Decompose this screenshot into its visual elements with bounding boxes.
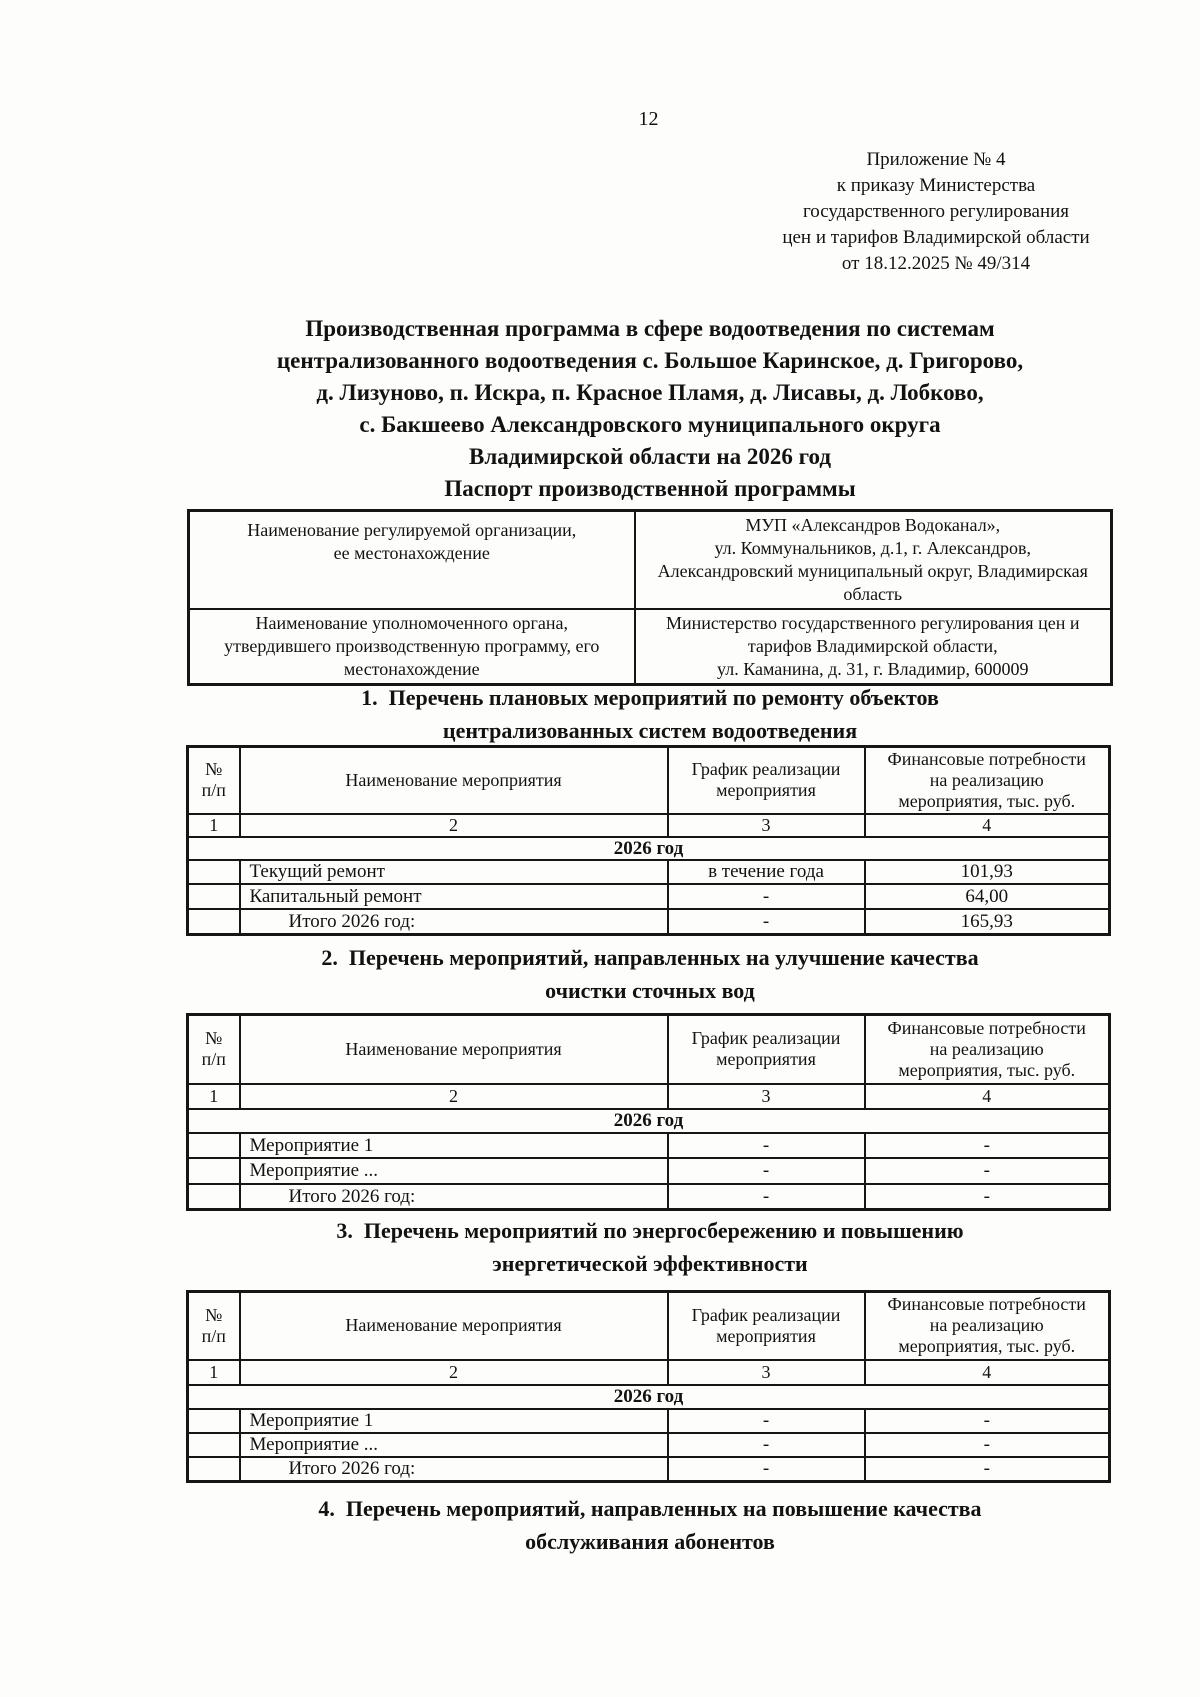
number-row-cell: 1 — [186, 1082, 241, 1110]
table-row: Мероприятие ... - - — [186, 1431, 1111, 1458]
table-total-row: Итого 2026 год: - - — [186, 1182, 1111, 1211]
header-cell-name: Наименование мероприятия — [238, 1013, 669, 1085]
number-row-cell: 2 — [238, 1082, 669, 1110]
header-cell-name: Наименование мероприятия — [238, 745, 669, 815]
finance-cell: - — [863, 1182, 1111, 1211]
finance-cell: - — [863, 1431, 1111, 1458]
number-row-cell: 2 — [238, 812, 669, 838]
table-row: Мероприятие 1 - - — [186, 1407, 1111, 1434]
table-header-row: № п/п Наименование мероприятия График ре… — [186, 1290, 1111, 1361]
number-row-cell: 1 — [186, 1358, 241, 1386]
column-number-row: 1 2 3 4 — [186, 1082, 1111, 1110]
row-number-cell — [186, 1156, 241, 1185]
passport-row: Наименование уполномоченного органа, утв… — [187, 608, 1113, 686]
number-row-cell: 4 — [863, 1082, 1111, 1110]
row-number-cell — [186, 858, 241, 885]
finance-cell: - — [863, 1131, 1111, 1159]
schedule-cell: - — [666, 1131, 866, 1159]
measure-name-cell: Капитальный ремонт — [238, 882, 669, 910]
section-2-table: № п/п Наименование мероприятия График ре… — [186, 1013, 1111, 1211]
passport-label-cell: Наименование регулируемой организации, е… — [187, 509, 636, 610]
table-row: Мероприятие 1 - - — [186, 1131, 1111, 1159]
number-row-cell: 3 — [666, 1082, 866, 1110]
section-4-heading: 4. Перечень мероприятий, направленных на… — [318, 1496, 982, 1554]
section-1-table: № п/п Наименование мероприятия График ре… — [186, 745, 1111, 936]
row-number-cell — [186, 1455, 241, 1483]
schedule-cell: в течение года — [666, 858, 866, 885]
header-cell-schedule: График реализации мероприятия — [666, 1290, 866, 1361]
finance-cell: - — [863, 1407, 1111, 1434]
section-3-table: № п/п Наименование мероприятия График ре… — [186, 1290, 1111, 1483]
row-number-cell — [186, 882, 241, 910]
measure-name-cell: Мероприятие ... — [238, 1156, 669, 1185]
table-total-row: Итого 2026 год: - 165,93 — [186, 907, 1111, 936]
schedule-cell: - — [666, 1156, 866, 1185]
row-number-cell — [186, 1431, 241, 1458]
year-row: 2026 год — [186, 1107, 1111, 1134]
year-row-cell: 2026 год — [186, 1107, 1111, 1134]
passport-value-cell: МУП «Александров Водоканал», ул. Коммуна… — [633, 509, 1113, 610]
page-number: 12 — [638, 108, 659, 130]
table-header-row: № п/п Наименование мероприятия График ре… — [186, 745, 1111, 815]
header-cell-schedule: График реализации мероприятия — [666, 1013, 866, 1085]
header-cell-finance: Финансовые потребности на реализацию мер… — [863, 1013, 1111, 1085]
header-cell-finance: Финансовые потребности на реализацию мер… — [863, 1290, 1111, 1361]
header-cell-finance: Финансовые потребности на реализацию мер… — [863, 745, 1111, 815]
schedule-cell: - — [666, 907, 866, 936]
schedule-cell: - — [666, 1182, 866, 1211]
schedule-cell: - — [666, 882, 866, 910]
year-row: 2026 год — [186, 835, 1111, 861]
header-cell-number: № п/п — [186, 1290, 241, 1361]
number-row-cell: 3 — [666, 812, 866, 838]
finance-cell: 64,00 — [863, 882, 1111, 910]
column-number-row: 1 2 3 4 — [186, 1358, 1111, 1386]
finance-cell: - — [863, 1455, 1111, 1483]
total-label-cell: Итого 2026 год: — [238, 907, 669, 936]
schedule-cell: - — [666, 1431, 866, 1458]
document-subtitle: Паспорт производственной программы — [444, 476, 856, 501]
schedule-cell: - — [666, 1455, 866, 1483]
measure-name-cell: Мероприятие 1 — [238, 1407, 669, 1434]
number-row-cell: 3 — [666, 1358, 866, 1386]
table-row: Текущий ремонт в течение года 101,93 — [186, 858, 1111, 885]
header-cell-number: № п/п — [186, 745, 241, 815]
finance-cell: 165,93 — [863, 907, 1111, 936]
row-number-cell — [186, 1131, 241, 1159]
section-1-heading: 1. Перечень плановых мероприятий по ремо… — [361, 685, 939, 743]
section-3-heading: 3. Перечень мероприятий по энергосбереже… — [336, 1218, 964, 1276]
passport-row: Наименование регулируемой организации, е… — [187, 509, 1113, 610]
number-row-cell: 2 — [238, 1358, 669, 1386]
number-row-cell: 1 — [186, 812, 241, 838]
header-cell-name: Наименование мероприятия — [238, 1290, 669, 1361]
row-number-cell — [186, 1182, 241, 1211]
document-title: Производственная программа в сфере водоо… — [276, 316, 1024, 469]
table-row: Мероприятие ... - - — [186, 1156, 1111, 1185]
total-label-cell: Итого 2026 год: — [238, 1455, 669, 1483]
measure-name-cell: Мероприятие ... — [238, 1431, 669, 1458]
passport-table: Наименование регулируемой организации, е… — [187, 509, 1113, 686]
schedule-cell: - — [666, 1407, 866, 1434]
passport-value-cell: Министерство государственного регулирова… — [633, 608, 1113, 686]
year-row-cell: 2026 год — [186, 835, 1111, 861]
table-header-row: № п/п Наименование мероприятия График ре… — [186, 1013, 1111, 1085]
row-number-cell — [186, 1407, 241, 1434]
year-row: 2026 год — [186, 1383, 1111, 1410]
finance-cell: 101,93 — [863, 858, 1111, 885]
finance-cell: - — [863, 1156, 1111, 1185]
column-number-row: 1 2 3 4 — [186, 812, 1111, 838]
section-2-heading: 2. Перечень мероприятий, направленных на… — [321, 945, 979, 1003]
number-row-cell: 4 — [863, 1358, 1111, 1386]
appendix-reference: Приложение № 4 к приказу Министерства го… — [782, 149, 1090, 274]
header-cell-schedule: График реализации мероприятия — [666, 745, 866, 815]
total-label-cell: Итого 2026 год: — [238, 1182, 669, 1211]
year-row-cell: 2026 год — [186, 1383, 1111, 1410]
table-total-row: Итого 2026 год: - - — [186, 1455, 1111, 1483]
number-row-cell: 4 — [863, 812, 1111, 838]
row-number-cell — [186, 907, 241, 936]
measure-name-cell: Текущий ремонт — [238, 858, 669, 885]
measure-name-cell: Мероприятие 1 — [238, 1131, 669, 1159]
passport-label-cell: Наименование уполномоченного органа, утв… — [187, 608, 636, 686]
table-row: Капитальный ремонт - 64,00 — [186, 882, 1111, 910]
header-cell-number: № п/п — [186, 1013, 241, 1085]
